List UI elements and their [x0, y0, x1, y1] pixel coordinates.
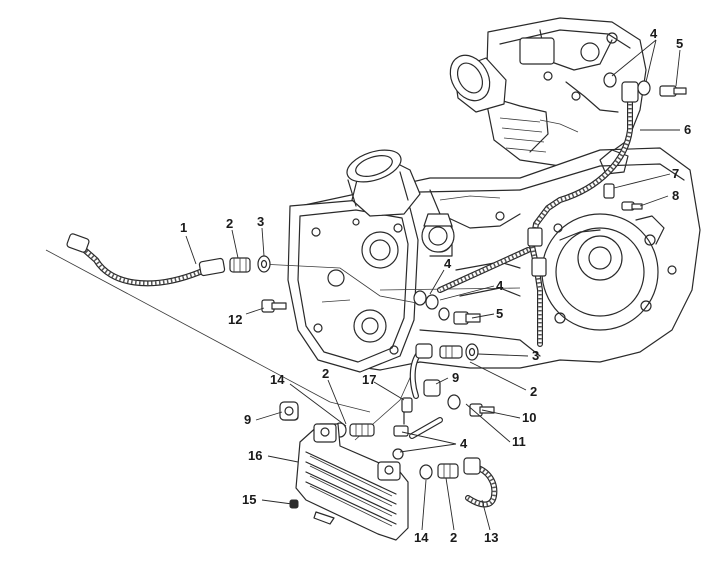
callout-4: 4: [460, 436, 468, 451]
hose-13: [419, 457, 498, 508]
callout-15: 15: [242, 492, 256, 507]
front-cylinder-head: [346, 149, 421, 217]
callout-4: 4: [650, 26, 658, 41]
oil-cooler: [289, 423, 409, 541]
callout-2: 2: [530, 384, 537, 399]
callout-14: 14: [270, 372, 285, 387]
callout-4: 4: [444, 256, 452, 271]
engine-assembly: [287, 17, 701, 373]
callout-11: 11: [512, 434, 526, 449]
callout-numbers: 1 2 3 4 5 6 7 8 4 4 5 12 3 2 14 2 17 9 1…: [180, 26, 691, 545]
callout-6: 6: [684, 122, 691, 137]
rear-intake-spigot: [449, 54, 507, 113]
callout-16: 16: [248, 448, 262, 463]
leader-lines: [185, 39, 681, 531]
callout-12: 12: [228, 312, 242, 327]
callout-8: 8: [672, 188, 679, 203]
callout-3: 3: [257, 214, 264, 229]
callout-2: 2: [450, 530, 457, 545]
hose-1: [66, 233, 226, 287]
fittings-7-8: [603, 183, 643, 211]
filter-fitting: [421, 213, 455, 253]
callout-3: 3: [532, 348, 539, 363]
callout-13: 13: [484, 530, 498, 545]
fitting-9-left: [279, 401, 299, 421]
callout-2: 2: [226, 216, 233, 231]
callout-2: 2: [322, 366, 329, 381]
callout-1: 1: [180, 220, 187, 235]
fittings-top-right: [603, 72, 687, 97]
callout-5: 5: [676, 36, 683, 51]
callout-7: 7: [672, 166, 679, 181]
hose-6: [527, 81, 639, 347]
callout-9: 9: [244, 412, 251, 427]
callout-14: 14: [414, 530, 429, 545]
callout-9: 9: [452, 370, 459, 385]
callout-17: 17: [362, 372, 376, 387]
callout-5: 5: [496, 306, 503, 321]
rear-cylinder-head: [485, 17, 647, 167]
hose-branch: [437, 247, 531, 293]
fittings-left: [229, 255, 287, 313]
callout-4: 4: [496, 278, 504, 293]
callout-10: 10: [522, 410, 536, 425]
